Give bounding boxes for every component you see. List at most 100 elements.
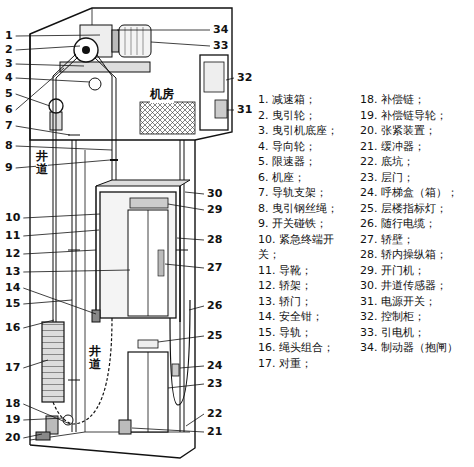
leader-line — [227, 110, 234, 111]
leader-line — [185, 192, 204, 194]
parts-list: 1. 减速箱；2. 曳引轮；3. 曳引机底座；4. 导向轮；5. 限速器；6. … — [258, 92, 354, 371]
part-name: 16. 绳头组合； — [258, 340, 354, 356]
leader-line — [16, 146, 112, 150]
callout-number: 3 — [4, 58, 14, 70]
area-label: 机房 — [150, 86, 174, 103]
tension-device — [36, 432, 50, 440]
compensation-chain — [53, 318, 112, 424]
landing-door — [128, 352, 168, 432]
floor-indicator — [138, 340, 158, 348]
callout-number: 31 — [236, 104, 253, 116]
part-name: 34. 制动器（抱闸） — [360, 340, 470, 356]
leader-line — [16, 160, 110, 168]
leader-line — [168, 384, 204, 388]
car-frame — [95, 186, 97, 322]
callout-number: 28 — [206, 234, 223, 246]
callout-number: 5 — [4, 88, 14, 100]
part-name: 28. 轿内操纵箱； — [360, 247, 470, 263]
part-name: 19. 补偿链导轮； — [360, 108, 470, 124]
traction-sheave — [74, 38, 98, 62]
leader-line — [16, 78, 90, 82]
callout-number: 19 — [4, 414, 21, 426]
part-name: 17. 对重； — [258, 356, 354, 372]
callout-number: 26 — [206, 300, 223, 312]
control-cabinet — [200, 55, 228, 130]
car-door — [128, 210, 168, 316]
leader-line — [165, 264, 204, 268]
leader-line — [16, 126, 70, 135]
callout-number: 16 — [4, 322, 21, 334]
callout-number: 13 — [4, 266, 21, 278]
call-box — [172, 364, 179, 376]
deflector-sheave — [89, 78, 101, 90]
callout-number: 9 — [4, 162, 14, 174]
callout-number: 11 — [4, 230, 21, 242]
leader-line — [23, 214, 100, 218]
part-name: 12. 轿架； — [258, 278, 354, 294]
leader-line — [177, 238, 204, 240]
part-name: 6. 机座； — [258, 170, 354, 186]
part-name: 18. 补偿链； — [360, 92, 470, 108]
buffer — [119, 420, 131, 434]
callout-number: 20 — [4, 432, 21, 444]
part-name: 8. 曳引钢丝绳； — [258, 201, 354, 217]
leader-line — [186, 414, 204, 426]
callout-number: 21 — [206, 426, 223, 438]
leader-line — [23, 418, 64, 420]
part-name: 33. 引电机； — [360, 325, 470, 341]
leader-line — [23, 404, 70, 424]
callout-number: 30 — [206, 188, 223, 200]
callout-number: 4 — [4, 72, 14, 84]
callout-number: 10 — [4, 212, 21, 224]
part-name: 22. 底坑； — [360, 154, 470, 170]
part-name: 15. 导轨； — [258, 325, 354, 341]
callout-number: 1 — [4, 30, 14, 42]
part-name: 5. 限速器； — [258, 154, 354, 170]
leader-line — [117, 30, 210, 31]
leader-line — [180, 366, 204, 368]
callout-number: 27 — [206, 262, 223, 274]
leader-line — [151, 42, 210, 46]
leader-line — [23, 300, 72, 304]
shaft-wall — [29, 34, 30, 445]
part-name: 9. 开关碰铁； — [258, 216, 354, 232]
leader-line — [16, 46, 80, 50]
callout-number: 17 — [4, 362, 21, 374]
part-name: 2. 曳引轮； — [258, 108, 354, 124]
part-name: 27. 轿壁； — [360, 232, 470, 248]
callout-number: 24 — [206, 360, 223, 372]
callout-number: 12 — [4, 248, 21, 260]
area-label: 井道 — [36, 150, 48, 176]
callout-number: 22 — [206, 408, 223, 420]
callout-number: 29 — [206, 204, 223, 216]
callout-number: 7 — [4, 120, 14, 132]
leader-line — [226, 78, 234, 80]
leader-line — [23, 288, 96, 314]
leader-line — [168, 204, 204, 210]
part-name: 23. 层门； — [360, 170, 470, 186]
leader-line — [23, 360, 48, 368]
part-name: 3. 曳引机底座； — [258, 123, 354, 139]
parts-list: 18. 补偿链；19. 补偿链导轮；20. 张紧装置；21. 缓冲器；22. 底… — [360, 92, 470, 356]
part-name: 31. 电源开关； — [360, 294, 470, 310]
brake — [112, 30, 119, 52]
part-name: 20. 张紧装置； — [360, 123, 470, 139]
part-name: 1. 减速箱； — [258, 92, 354, 108]
leader-line — [16, 35, 100, 36]
leader-line — [23, 434, 42, 438]
leader-line — [158, 336, 204, 342]
part-name: 11. 导靴； — [258, 263, 354, 279]
part-name: 29. 开门机； — [360, 263, 470, 279]
part-name: 32. 控制柜； — [360, 309, 470, 325]
part-name: 7. 导轨支架； — [258, 185, 354, 201]
safety-gear — [92, 310, 100, 322]
leader-line — [16, 68, 64, 110]
part-name: 4. 导向轮； — [258, 139, 354, 155]
callout-number: 14 — [4, 282, 21, 294]
leader-line — [16, 64, 84, 66]
counterweight — [42, 322, 64, 402]
leader-line — [23, 270, 130, 272]
car — [100, 192, 176, 318]
leader-line — [23, 320, 54, 328]
part-name: 30. 井道传感器； — [360, 278, 470, 294]
